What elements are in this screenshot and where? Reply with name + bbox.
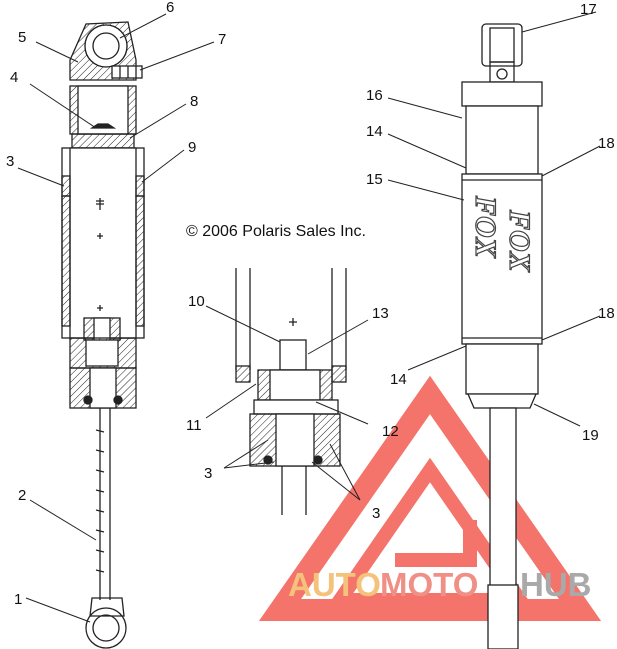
callout-3-center: 3 (204, 465, 212, 482)
svg-text:FOX: FOX (469, 195, 502, 259)
watermark-text: AUTO MOTO HUB (288, 566, 592, 603)
callout-16: 16 (366, 87, 383, 104)
callout-10: 10 (188, 293, 205, 310)
callout-labels: 1 2 3 4 5 6 7 8 9 10 11 12 13 3 3 14 14 … (6, 0, 615, 608)
right-shock-exterior (461, 23, 543, 649)
callout-1: 1 (14, 591, 22, 608)
callout-3-center-right: 3 (372, 505, 380, 522)
left-shock-cutaway (61, 21, 145, 649)
callout-2: 2 (18, 487, 26, 504)
callout-19: 19 (582, 427, 599, 444)
callout-13: 13 (372, 305, 389, 322)
leader-lines (17, 11, 601, 623)
callout-3: 3 (6, 153, 14, 170)
callout-5: 5 (18, 29, 26, 46)
callout-14-upper: 14 (366, 123, 383, 140)
callout-18-lower: 18 (598, 305, 615, 322)
callout-8: 8 (190, 93, 198, 110)
callout-4: 4 (10, 69, 18, 86)
callout-14-lower: 14 (390, 371, 407, 388)
callout-9: 9 (188, 139, 196, 156)
callout-7: 7 (218, 31, 226, 48)
svg-text:MOTO: MOTO (380, 566, 478, 603)
callout-11: 11 (186, 417, 202, 434)
center-detail-piston (235, 268, 347, 515)
copyright-notice: © 2006 Polaris Sales Inc. (186, 223, 366, 240)
callout-15: 15 (366, 171, 383, 188)
svg-text:HUB: HUB (520, 566, 592, 603)
callout-12: 12 (382, 423, 399, 440)
callout-18-upper: 18 (598, 135, 615, 152)
svg-text:AUTO: AUTO (288, 566, 381, 603)
callout-6: 6 (166, 0, 174, 16)
svg-text:FOX: FOX (503, 209, 536, 273)
brand-mark: FOX FOX (468, 194, 536, 273)
callout-17: 17 (580, 1, 597, 18)
